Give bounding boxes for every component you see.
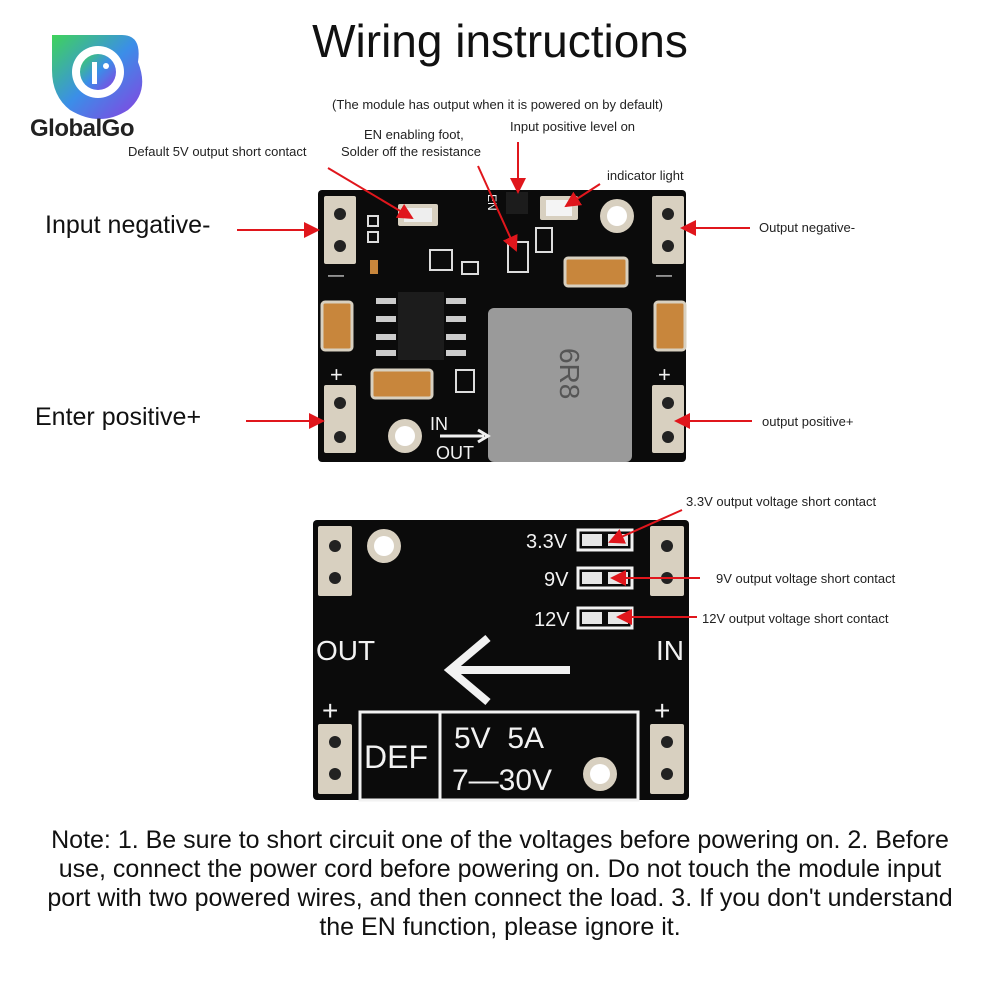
top-plus-left: + bbox=[330, 362, 343, 387]
inductor-marking: 6R8 bbox=[554, 348, 585, 399]
input-positive-level-label: Input positive level on bbox=[510, 119, 636, 134]
pointer-arrows bbox=[237, 142, 752, 625]
bottom-plus-right: + bbox=[654, 695, 670, 726]
default-output-note: (The module has output when it is powere… bbox=[332, 97, 663, 112]
en-foot-label-line2: Solder off the resistance bbox=[341, 144, 481, 159]
bottom-pcb-board bbox=[313, 520, 689, 802]
default-5v-label: Default 5V output short contact bbox=[128, 144, 307, 159]
v9-contact-label: 9V output voltage short contact bbox=[716, 571, 896, 586]
pad-label-12v: 12V bbox=[534, 609, 570, 631]
output-negative-label: Output negative- bbox=[759, 220, 856, 235]
input-negative-label: Input negative- bbox=[45, 211, 211, 239]
usage-note: Note: 1. Be sure to short circuit one of… bbox=[47, 826, 953, 941]
enter-positive-label: Enter positive+ bbox=[35, 403, 202, 431]
pad-label-3v3: 3.3V bbox=[526, 531, 568, 553]
v33-contact-label: 3.3V output voltage short contact bbox=[686, 494, 877, 509]
top-in-text: IN bbox=[430, 414, 448, 434]
top-pcb-board bbox=[318, 190, 687, 462]
globalgo-logo-icon bbox=[52, 35, 143, 119]
brand-name: GlobalGo bbox=[30, 115, 135, 142]
page-title: Wiring instructions bbox=[312, 15, 688, 67]
def-label: DEF bbox=[364, 739, 428, 775]
spec-line-2: 7—30V bbox=[452, 764, 552, 797]
top-out-text: OUT bbox=[436, 443, 474, 463]
bottom-in-label: IN bbox=[656, 635, 684, 666]
indicator-light-label: indicator light bbox=[607, 168, 684, 183]
top-plus-right: + bbox=[658, 362, 671, 387]
bottom-plus-left: + bbox=[322, 695, 338, 726]
pad-label-9v: 9V bbox=[544, 569, 569, 591]
en-foot-label-line1: EN enabling foot, bbox=[364, 127, 464, 142]
spec-line-1: 5V 5A bbox=[454, 722, 544, 755]
bottom-out-label: OUT bbox=[316, 635, 375, 666]
output-positive-label: output positive+ bbox=[762, 414, 854, 429]
top-minus-left: — bbox=[328, 267, 344, 284]
v12-contact-label: 12V output voltage short contact bbox=[702, 611, 889, 626]
top-minus-right: — bbox=[656, 267, 672, 284]
